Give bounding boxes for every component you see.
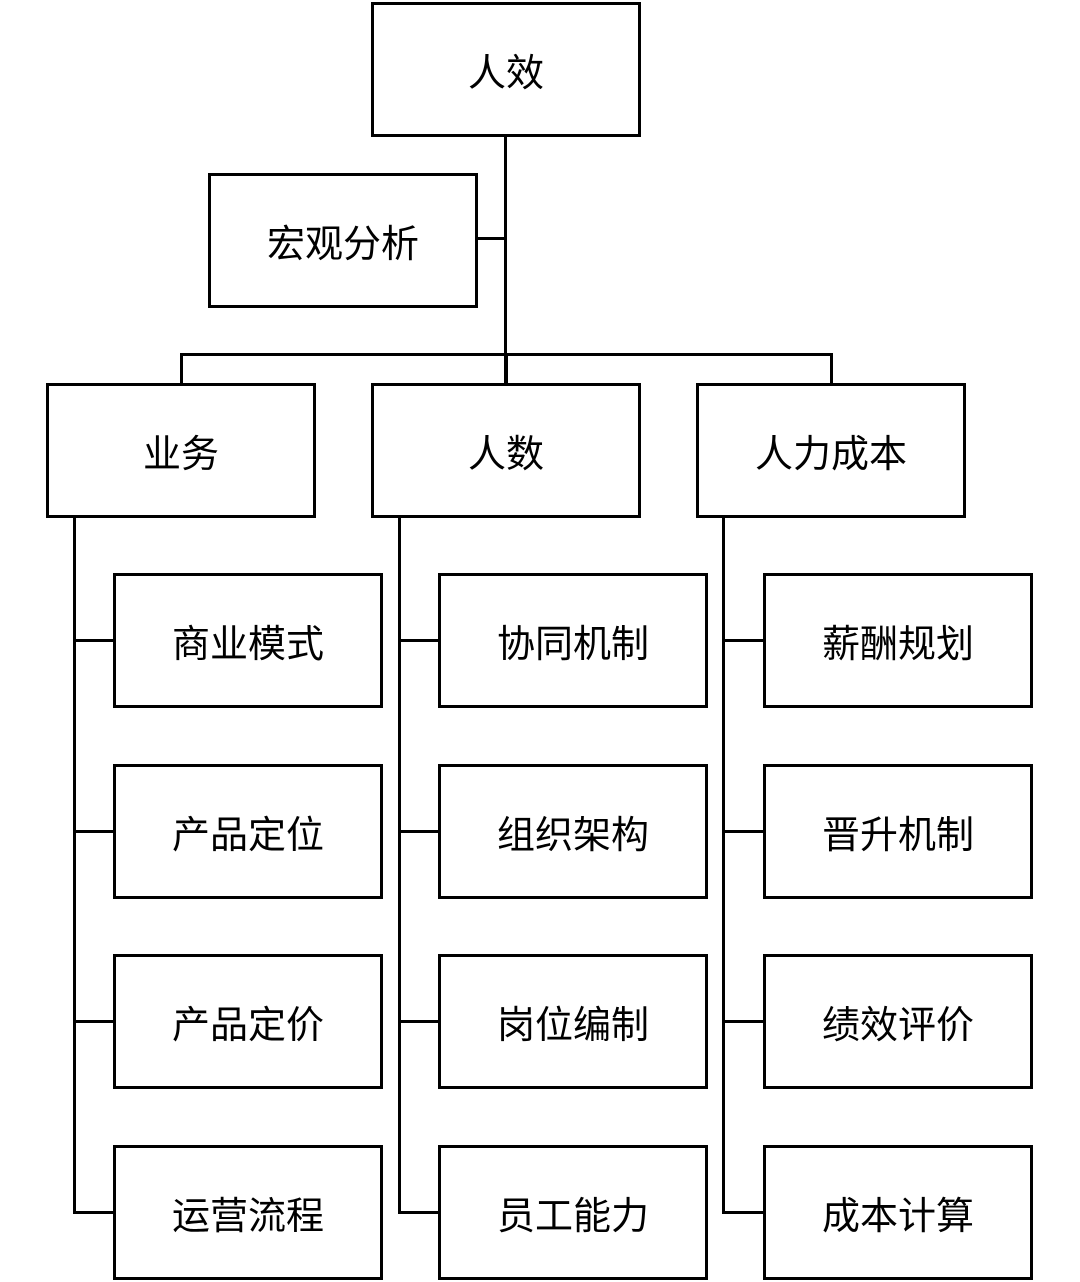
leaf-node: 岗位编制 [438, 954, 708, 1089]
leaf-node: 产品定位 [113, 764, 383, 899]
connector [504, 136, 507, 384]
connector [722, 639, 763, 642]
leaf-node: 产品定价 [113, 954, 383, 1089]
connector [398, 1020, 438, 1023]
connector [180, 353, 183, 384]
leaf-node: 晋升机制 [763, 764, 1033, 899]
branch-node: 人力成本 [696, 383, 966, 518]
connector [398, 830, 438, 833]
leaf-node: 成本计算 [763, 1145, 1033, 1280]
connector [73, 1020, 113, 1023]
connector [722, 1020, 763, 1023]
root-node: 人效 [371, 2, 641, 137]
connector [73, 517, 76, 1214]
leaf-node: 运营流程 [113, 1145, 383, 1280]
branch-node: 人数 [371, 383, 641, 518]
connector [722, 830, 763, 833]
leaf-node: 绩效评价 [763, 954, 1033, 1089]
connector [398, 639, 438, 642]
leaf-node: 协同机制 [438, 573, 708, 708]
connector [73, 1211, 113, 1214]
connector [73, 639, 113, 642]
connector [722, 517, 725, 1214]
leaf-node: 组织架构 [438, 764, 708, 899]
leaf-node: 员工能力 [438, 1145, 708, 1280]
leaf-node: 薪酬规划 [763, 573, 1033, 708]
connector [505, 353, 508, 384]
side-node: 宏观分析 [208, 173, 478, 308]
connector [73, 830, 113, 833]
connector [398, 517, 401, 1214]
leaf-node: 商业模式 [113, 573, 383, 708]
connector [830, 353, 833, 384]
connector [722, 1211, 763, 1214]
connector [398, 1211, 438, 1214]
branch-node: 业务 [46, 383, 316, 518]
connector [477, 237, 505, 240]
